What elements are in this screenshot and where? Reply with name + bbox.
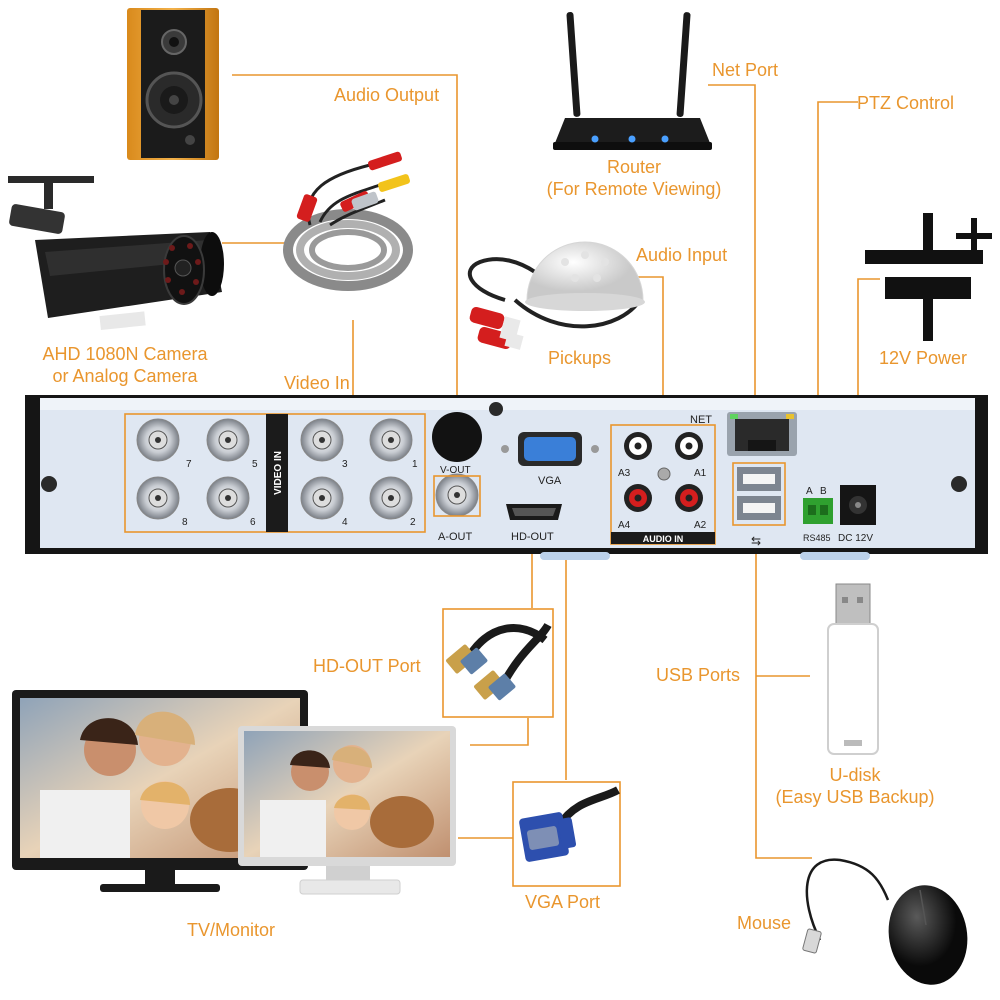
dc-power-symbol-icon — [865, 213, 992, 341]
bnc-number-4: 4 — [342, 517, 348, 528]
bnc-number-6: 6 — [250, 517, 256, 528]
pickup-mic-icon — [467, 241, 645, 350]
tv-monitor-label: TV/Monitor — [187, 920, 276, 940]
rs485-b-label: B — [820, 486, 827, 497]
bnc-connectors — [136, 418, 413, 520]
audio-number-a1: A1 — [694, 468, 707, 479]
hd-out-port-label: HD-OUT Port — [313, 656, 421, 676]
bnc-number-8: 8 — [182, 517, 188, 528]
tv-monitor-icon — [12, 690, 456, 895]
pickups-label: Pickups — [548, 348, 612, 368]
usb-drive-icon — [827, 583, 879, 755]
hdmi-cable-icon — [442, 608, 554, 718]
rs485-a-label: A — [806, 486, 813, 497]
dc12v-panel-label: DC 12V — [838, 533, 873, 544]
net-port-label: Net Port — [712, 60, 779, 80]
vga-port-label: VGA Port — [525, 892, 601, 912]
cable-icon — [283, 151, 413, 291]
net-panel-label: NET — [690, 414, 712, 426]
bnc-number-7: 7 — [186, 459, 192, 470]
camera-icon — [8, 176, 224, 331]
dvr-rear-panel: ⇆ — [25, 395, 988, 560]
mouse-label: Mouse — [737, 913, 792, 933]
bnc-number-2: 2 — [410, 517, 416, 528]
ptz-control-label: PTZ Control — [857, 93, 955, 113]
vga-cable-icon — [512, 781, 621, 887]
bnc-number-1: 1 — [412, 459, 418, 470]
router-sublabel: (For Remote Viewing) — [546, 179, 722, 199]
a-out-label: A-OUT — [438, 531, 473, 543]
audio-number-a3: A3 — [618, 468, 631, 479]
audio-input-label: Audio Input — [636, 245, 728, 265]
camera-label-line1: AHD 1080N Camera — [42, 344, 208, 364]
svg-text:⇆: ⇆ — [751, 534, 761, 548]
hd-out-panel-label: HD-OUT — [511, 531, 554, 543]
udisk-label: U-disk — [829, 765, 881, 785]
v-out-label: V-OUT — [440, 465, 471, 476]
router-label: Router — [606, 157, 662, 177]
connector-lines — [222, 74, 880, 859]
audio-in-panel-label: AUDIO IN — [643, 534, 684, 544]
panel-text: VIDEO IN 7 5 3 1 8 6 4 2 V-OUT A-OUT VGA… — [182, 414, 873, 544]
vga-panel-label: VGA — [538, 475, 562, 487]
bnc-number-3: 3 — [342, 459, 348, 470]
bnc-number-5: 5 — [252, 459, 258, 470]
audio-number-a4: A4 — [618, 520, 631, 531]
router-icon — [553, 12, 712, 150]
udisk-sublabel: (Easy USB Backup) — [775, 787, 935, 807]
camera-label-line2: or Analog Camera — [52, 366, 198, 386]
video-in-label: Video In — [284, 373, 350, 393]
audio-output-label: Audio Output — [334, 85, 440, 105]
video-in-panel-label: VIDEO IN — [273, 451, 284, 495]
audio-number-a2: A2 — [694, 520, 707, 531]
speaker-icon — [127, 8, 219, 160]
usb-ports-label: USB Ports — [656, 665, 741, 685]
mouse-icon — [802, 858, 968, 985]
power-label: 12V Power — [879, 348, 968, 368]
rs485-panel-label: RS485 — [803, 533, 831, 543]
